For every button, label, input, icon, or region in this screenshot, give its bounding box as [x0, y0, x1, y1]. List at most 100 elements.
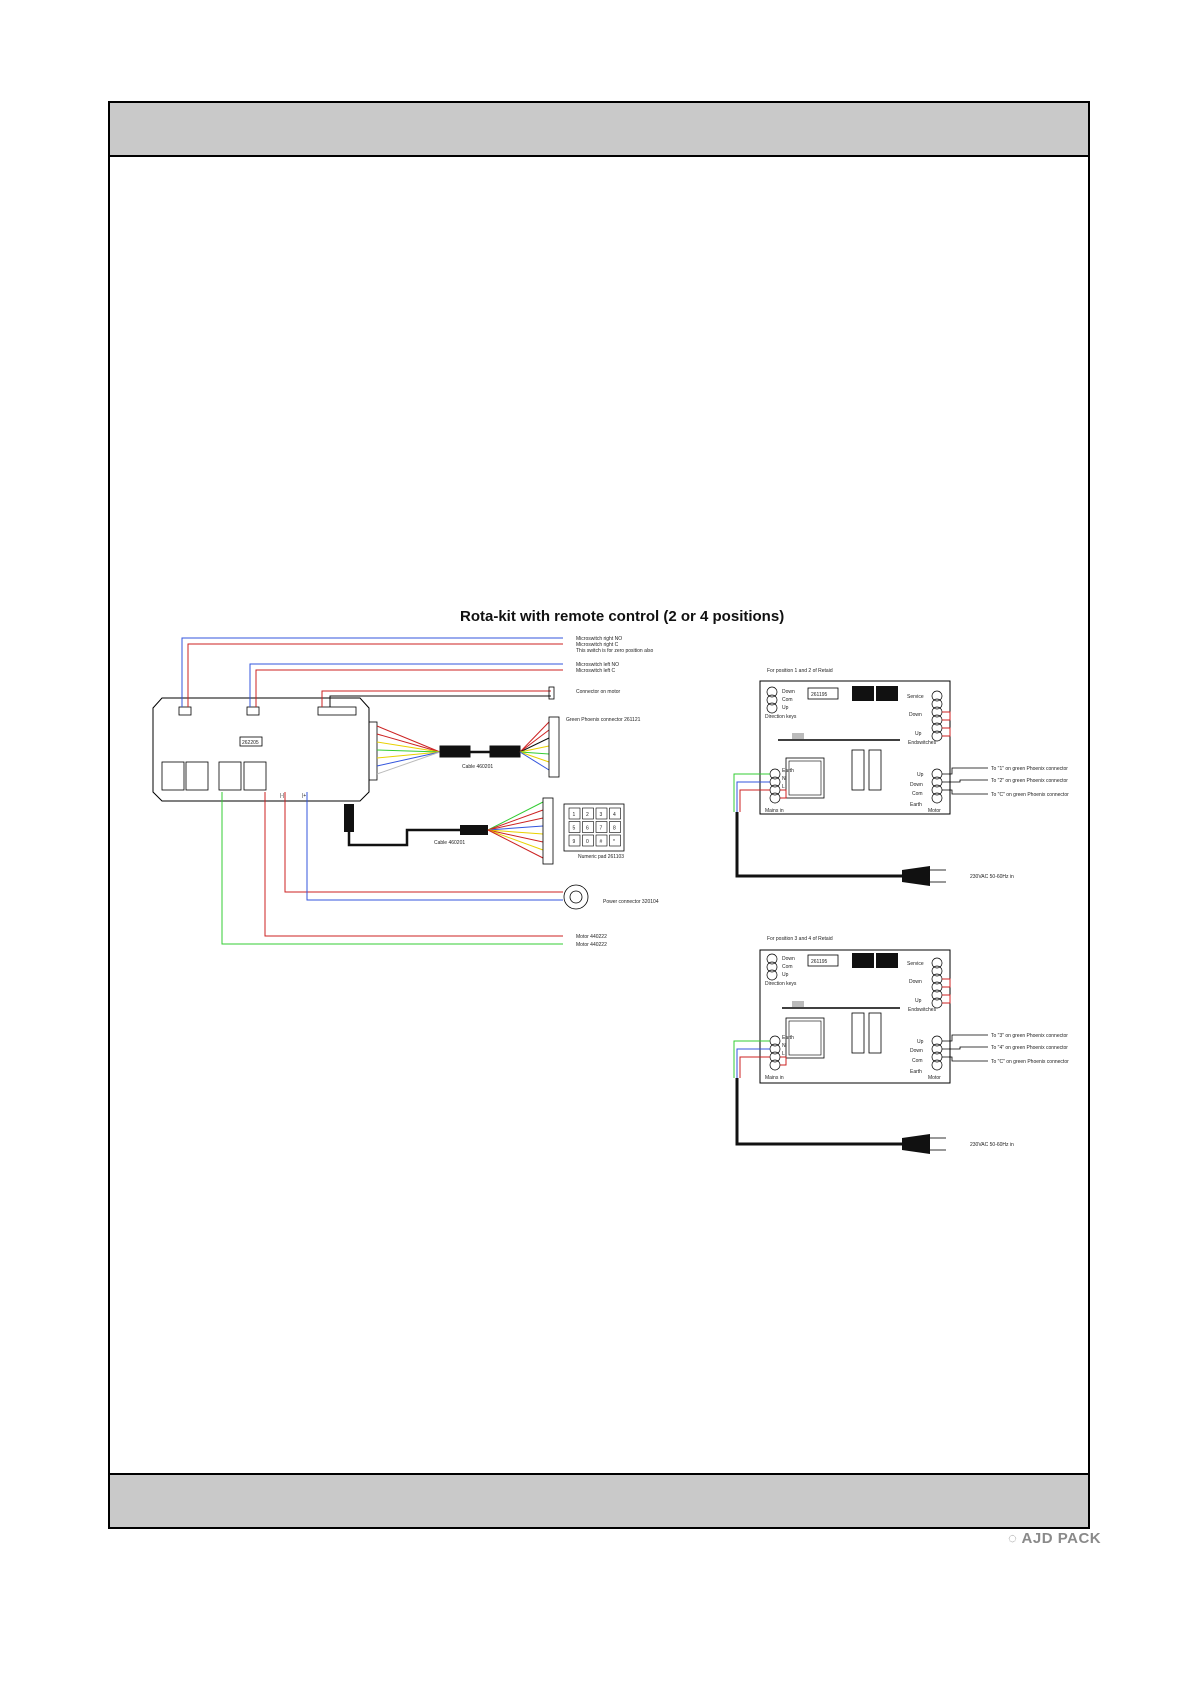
label-numpad: Numeric pad 261103: [578, 854, 624, 860]
box1-dir-up: Up: [782, 705, 789, 711]
terminal-minus: |-|: [280, 793, 284, 799]
numpad-key-label: #: [600, 839, 603, 845]
ajd-pack-logo: ◌ AJD PACK: [1008, 1530, 1101, 1547]
cable-bundle-1: [376, 716, 560, 778]
cable-bundle-2: [344, 797, 554, 865]
box1-to-c: To "C" on green Phoenix connector: [991, 792, 1069, 798]
box2-out-up: Up: [917, 1039, 924, 1045]
numpad-key-label: 2: [586, 812, 589, 818]
box1-up-top: Up: [915, 731, 922, 737]
label-green-connector: Green Phoenix connector 261121: [566, 717, 641, 723]
numpad-key: [595, 834, 608, 847]
numpad-key-label: 3: [600, 812, 603, 818]
numpad-key: [609, 821, 621, 833]
box2-down-top: Down: [909, 979, 922, 985]
relay-box-2: For position 3 and 4 of Retaid 261195 Do…: [733, 936, 1069, 1154]
box1-out-com: Com: [912, 791, 923, 797]
box2-dir-caption: Direction keys: [765, 981, 797, 987]
label-ms-left-no: Microswitch left NO: [576, 662, 619, 668]
numpad-key: [568, 821, 581, 833]
label-motor-2: Motor 440222: [576, 942, 607, 948]
numpad-key-label: 4: [613, 812, 616, 818]
box1-out-down: Down: [910, 782, 923, 788]
numpad-key: [609, 834, 621, 847]
box2-mains-l: L: [782, 1051, 785, 1057]
box2-out-com: Com: [912, 1058, 923, 1064]
box1-dir-down: Down: [782, 689, 795, 695]
footer-band: [110, 1473, 1088, 1527]
box1-service: Service: [907, 694, 924, 700]
label-connector-motor: Connector on motor: [576, 689, 621, 695]
box1-down-top: Down: [909, 712, 922, 718]
numeric-pad: 1 2 3 4 5 6 7 8 9 0 # *: [563, 803, 625, 852]
box2-out-down: Down: [910, 1048, 923, 1054]
relay-box-1: For position 1 and 2 of Retaid 261195 Do…: [733, 668, 1069, 886]
numpad-key-label: 7: [600, 826, 603, 832]
microswitch-wires: [181, 637, 563, 707]
numpad-key-label: *: [613, 839, 615, 845]
numpad-key-label: 9: [573, 839, 576, 845]
numpad-key: [595, 807, 608, 820]
box1-mains-l: L: [782, 784, 785, 790]
box2-up-top: Up: [915, 998, 922, 1004]
power-wires: [284, 792, 589, 910]
box1-plug-label: 230VAC 50-60Hz in: [970, 874, 1014, 880]
box1-to-2: To "2" on green Phoenix connector: [991, 778, 1068, 784]
box1-motor-caption: Motor: [928, 808, 941, 814]
box1-id: 261195: [811, 692, 828, 698]
box1-endswitches: Endswitches: [908, 740, 937, 746]
numpad-key-label: 1: [573, 812, 576, 818]
header-band: [110, 103, 1088, 157]
box2-motor-caption: Motor: [928, 1075, 941, 1081]
box1-out-earth: Earth: [910, 802, 922, 808]
box2-out-earth: Earth: [910, 1069, 922, 1075]
numpad-key: [609, 807, 621, 820]
box2-mains-n: N: [782, 1043, 786, 1049]
numpad-key: [568, 807, 581, 820]
box2-service: Service: [907, 961, 924, 967]
diagram-title: Rota-kit with remote control (2 or 4 pos…: [460, 608, 784, 625]
box2-id: 261195: [811, 959, 828, 965]
label-zero-note: This switch is for zero position also: [576, 648, 653, 654]
box2-mains-caption: Mains in: [765, 1075, 784, 1081]
controller-box: 262205 |-| |+|: [152, 697, 378, 802]
label-cable-1: Cable 460201: [462, 764, 493, 770]
motor-wires: [221, 792, 563, 945]
label-ms-right-c: Microswitch right C: [576, 642, 619, 648]
box2-caption: For position 3 and 4 of Retaid: [767, 936, 833, 942]
page-frame: [108, 101, 1090, 1529]
box1-to-1: To "1" on green Phoenix connector: [991, 766, 1068, 772]
box1-caption: For position 1 and 2 of Retaid: [767, 668, 833, 674]
box1-mains-earth: Earth: [782, 768, 794, 774]
logo-mark-icon: ◌: [1008, 1530, 1018, 1547]
controller-id: 262205: [242, 740, 259, 746]
box2-to-4: To "4" on green Phoenix connector: [991, 1045, 1068, 1051]
terminal-plus: |+|: [302, 793, 308, 799]
box2-to-3: To "3" on green Phoenix connector: [991, 1033, 1068, 1039]
numpad-key-label: 8: [613, 826, 616, 832]
numpad-key: [582, 807, 594, 820]
box2-mains-earth: Earth: [782, 1035, 794, 1041]
box2-dir-com: Com: [782, 964, 793, 970]
box2-dir-down: Down: [782, 956, 795, 962]
label-ms-left-c: Microswitch left C: [576, 668, 616, 674]
box1-dir-caption: Direction keys: [765, 714, 797, 720]
box2-to-c: To "C" on green Phoenix connector: [991, 1059, 1069, 1065]
box2-endswitches: Endswitches: [908, 1007, 937, 1013]
numpad-key-label: 6: [586, 826, 589, 832]
label-power-connector: Power connector 320104: [603, 899, 659, 905]
logo-text: AJD PACK: [1021, 1530, 1102, 1547]
numpad-key-label: 0: [586, 839, 589, 845]
box2-dir-up: Up: [782, 972, 789, 978]
numpad-key: [582, 821, 594, 833]
numpad-key: [595, 821, 608, 833]
box1-mains-n: N: [782, 776, 786, 782]
label-cable-2: Cable 460201: [434, 840, 465, 846]
box1-out-up: Up: [917, 772, 924, 778]
numpad-key-label: 5: [573, 826, 576, 832]
box1-mains-caption: Mains in: [765, 808, 784, 814]
label-motor-1: Motor 440222: [576, 934, 607, 940]
numpad-key: [568, 834, 581, 847]
box1-dir-com: Com: [782, 697, 793, 703]
